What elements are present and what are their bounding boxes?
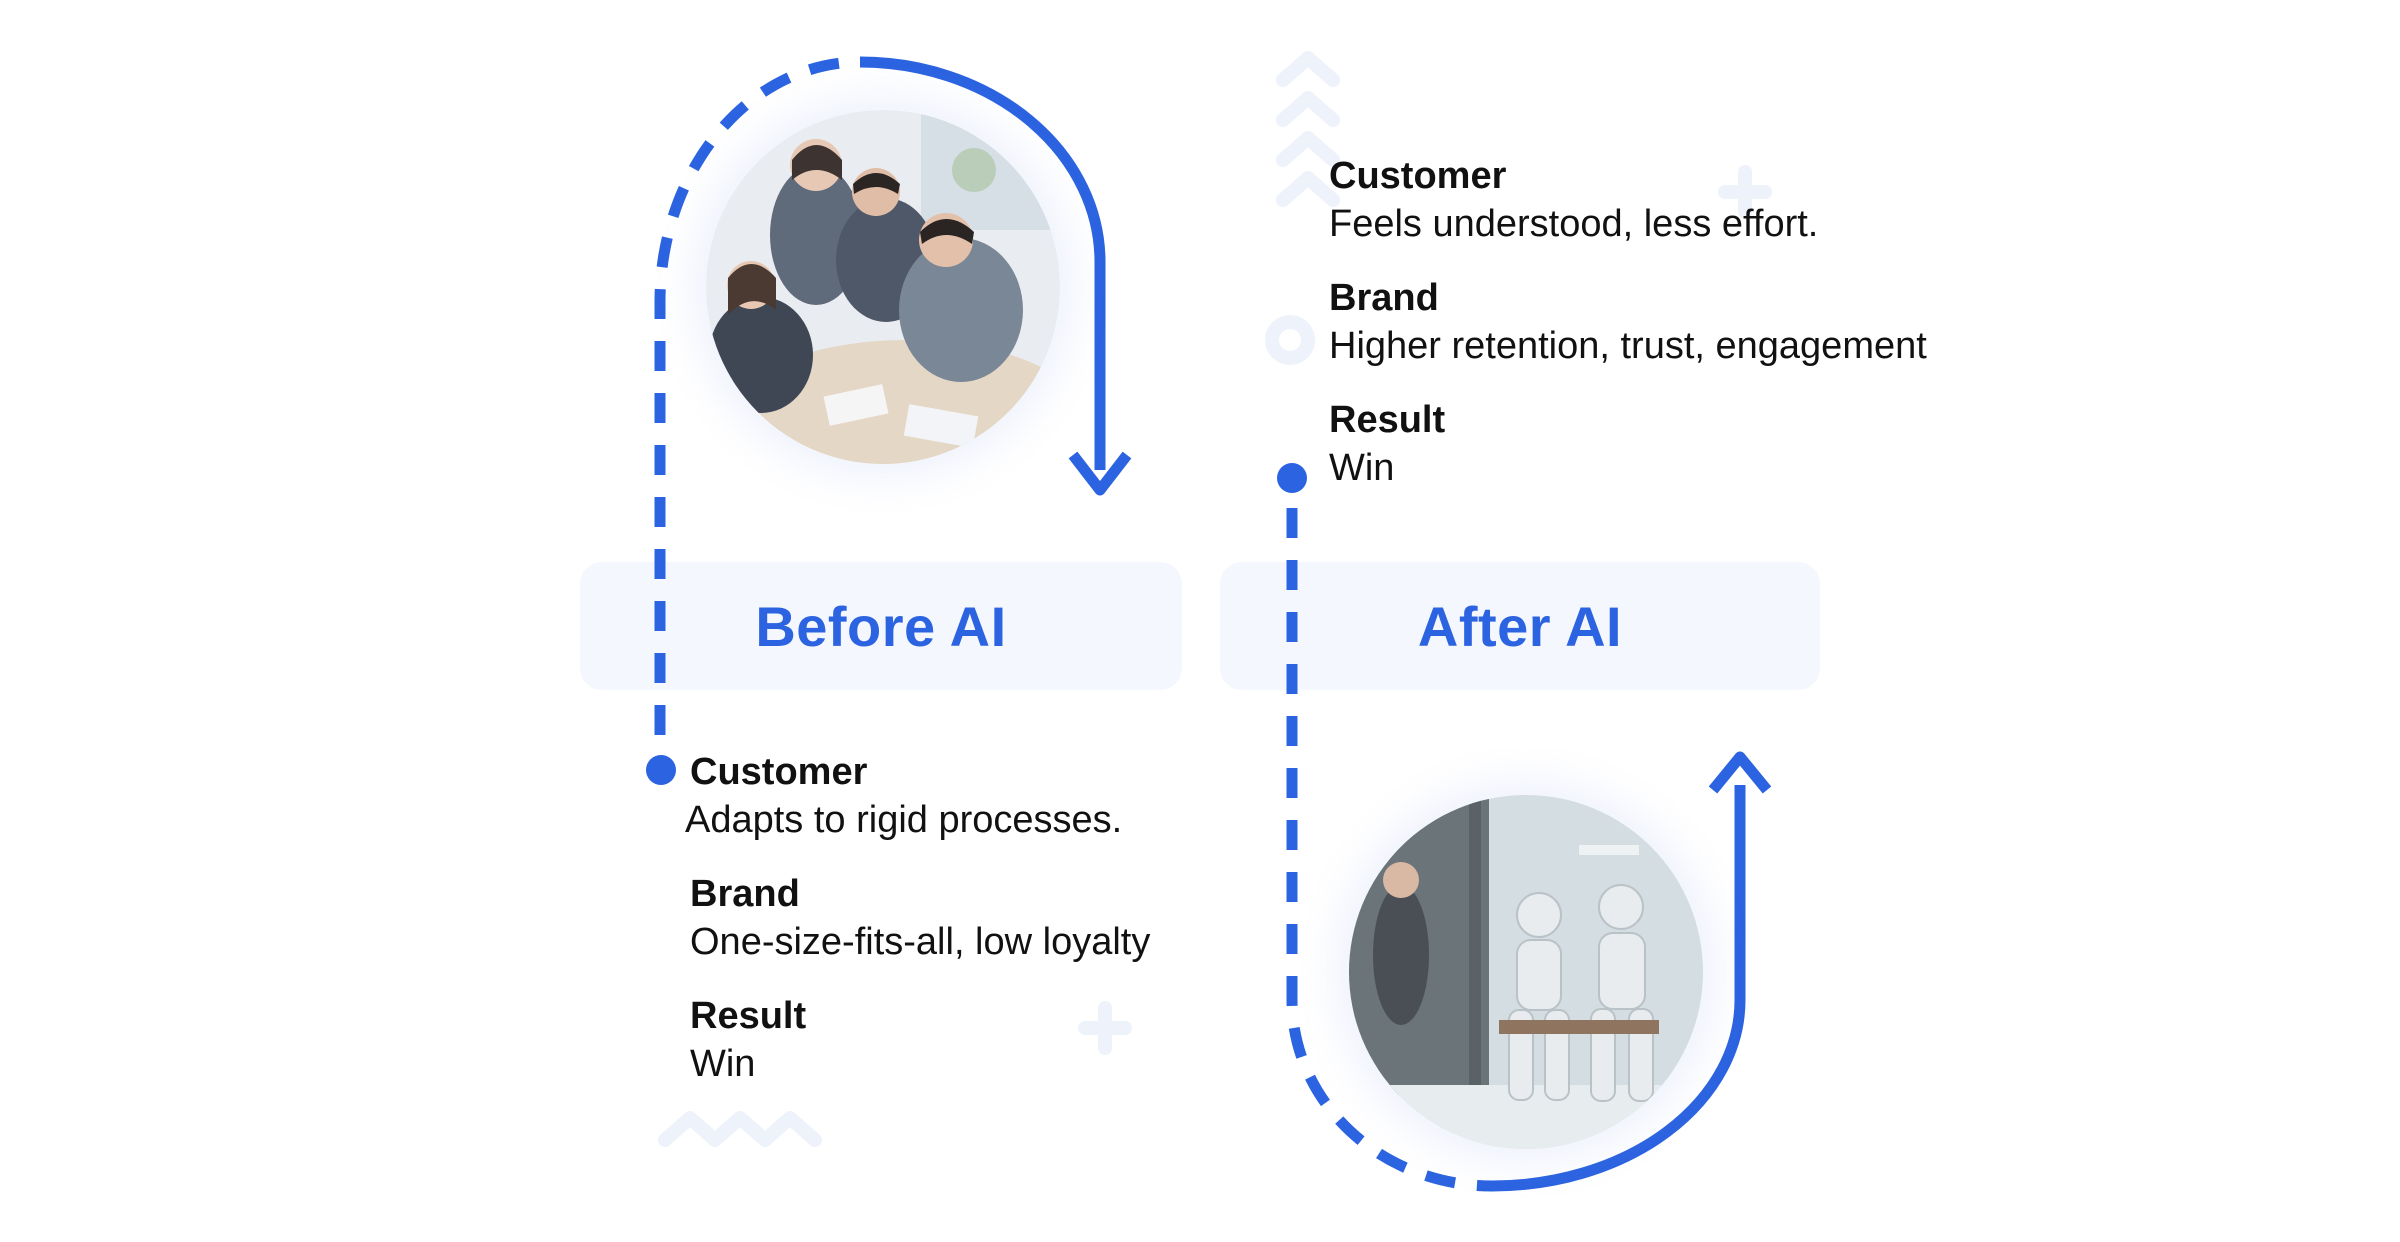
after-result-body: Win [1329, 447, 1395, 489]
before-ai-label: Before AI [755, 594, 1007, 658]
after-ai-label: After AI [1417, 594, 1623, 658]
before-brand-body: One-size-fits-all, low loyalty [690, 921, 1151, 963]
before-start-dot [646, 755, 676, 785]
after-start-dot [1277, 463, 1307, 493]
after-brand-body: Higher retention, trust, engagement [1329, 325, 1927, 367]
after-solid-arc [1491, 785, 1746, 1192]
before-customer-body: Adapts to rigid processes. [685, 799, 1123, 841]
after-customer-title: Customer [1329, 155, 1507, 197]
after-customer-body: Feels understood, less effort. [1329, 203, 1819, 245]
before-result-body: Win [690, 1043, 756, 1085]
before-solid-arc [859, 56, 1106, 470]
before-customer-title: Customer [690, 751, 868, 793]
after-dashed-loop [1286, 508, 1493, 1192]
after-result-title: Result [1329, 399, 1446, 441]
after-arrow-up [1708, 751, 1772, 794]
robots-waiting-photo-icon [1349, 795, 1703, 1149]
before-result-title: Result [690, 995, 807, 1037]
before-brand-title: Brand [690, 873, 800, 915]
before-ai-box: Before AI [580, 562, 1182, 690]
before-dashed-loop [654, 56, 861, 735]
business-meeting-photo-icon [706, 110, 1060, 464]
after-ai-box: After AI [1220, 562, 1820, 690]
before-arrow-down [1068, 451, 1132, 496]
after-brand-title: Brand [1329, 277, 1439, 319]
after-ai-details: Customer Feels understood, less effort. … [1329, 152, 1927, 518]
before-ai-details: Customer Adapts to rigid processes. Bran… [685, 748, 1151, 1114]
